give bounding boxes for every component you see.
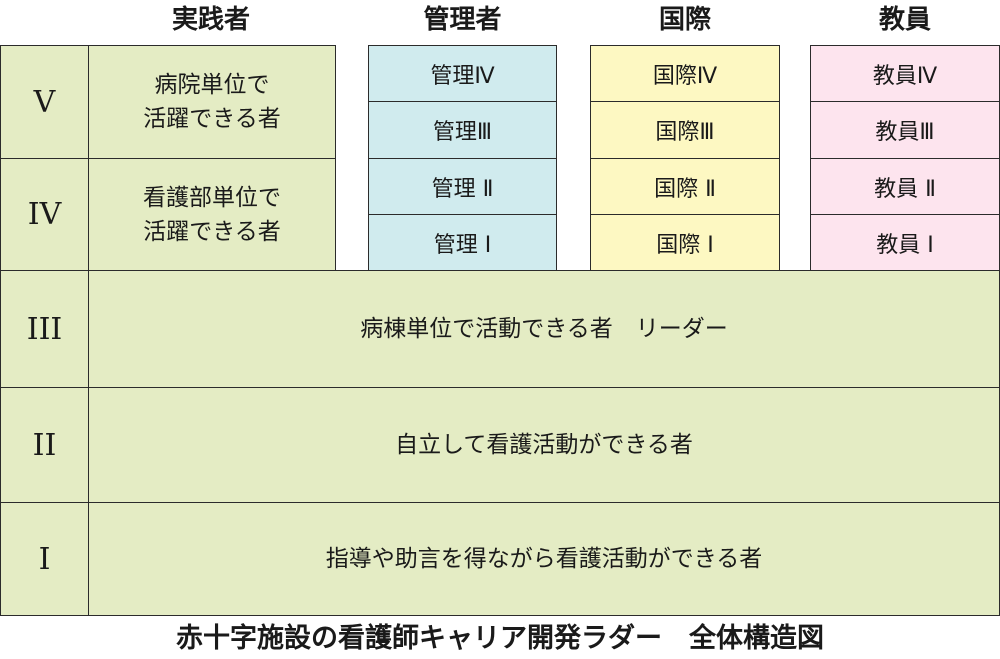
level-iv-label: IV	[0, 158, 89, 271]
diagram-title: 赤十字施設の看護師キャリア開発ラダー 全体構造図	[176, 623, 824, 654]
practice-level-v-cell: 病院単位で 活躍できる者	[88, 45, 336, 159]
practice-level-iv-line2: 活躍できる者	[143, 218, 281, 245]
practice-level-iv-line1: 看護部単位で	[143, 184, 281, 211]
education-iii-cell: 教員Ⅲ	[810, 101, 1000, 159]
international-iii-cell: 国際Ⅲ	[590, 101, 780, 159]
header-management: 管理者	[423, 5, 502, 35]
level-iii-label: III	[0, 270, 89, 388]
management-ii-cell: 管理 Ⅱ	[368, 158, 557, 215]
level-v-label: V	[0, 45, 89, 159]
header-practice: 実践者	[171, 5, 250, 35]
education-ii-cell: 教員 Ⅱ	[810, 158, 1000, 215]
education-iv-cell: 教員Ⅳ	[810, 45, 1000, 102]
level-i-description: 指導や助言を得ながら看護活動ができる者	[88, 502, 1000, 616]
level-ii-label: II	[0, 387, 89, 503]
management-iii-cell: 管理Ⅲ	[368, 101, 557, 159]
practice-level-v-line2: 活躍できる者	[143, 106, 281, 132]
header-education: 教員	[878, 5, 931, 35]
international-ii-cell: 国際 Ⅱ	[590, 158, 780, 215]
education-i-cell: 教員 Ⅰ	[810, 214, 1000, 271]
international-i-cell: 国際 Ⅰ	[590, 214, 780, 271]
level-ii-description: 自立して看護活動ができる者	[88, 387, 1000, 503]
management-i-cell: 管理 Ⅰ	[368, 214, 557, 271]
international-iv-cell: 国際Ⅳ	[590, 45, 780, 102]
header-international: 国際	[658, 5, 711, 35]
management-iv-cell: 管理Ⅳ	[368, 45, 557, 102]
level-iii-description: 病棟単位で活動できる者 リーダー	[88, 270, 1000, 388]
practice-level-v-line1: 病院単位で	[154, 72, 270, 98]
level-i-label: I	[0, 502, 89, 616]
practice-level-iv-cell: 看護部単位で 活躍できる者	[88, 158, 336, 271]
